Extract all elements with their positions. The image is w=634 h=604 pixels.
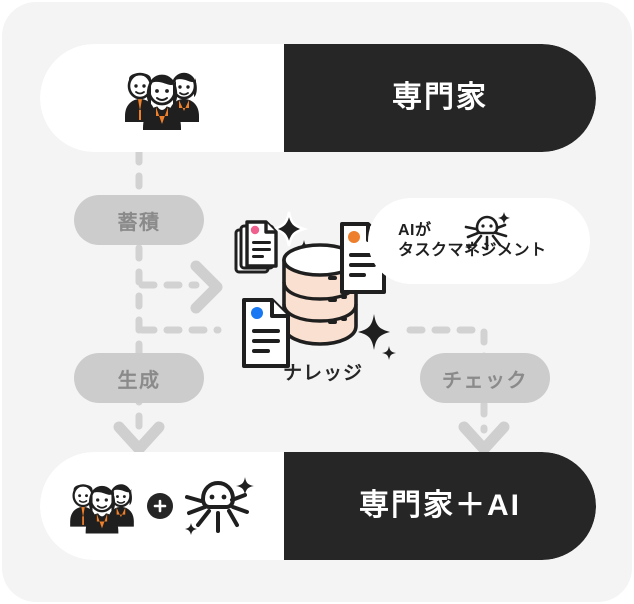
- expert-ai-bar-label-area: 専門家＋AI: [284, 452, 596, 560]
- expert-bar-top: 専門家: [40, 44, 596, 152]
- expert-ai-bar-bottom: 専門家＋AI: [40, 452, 596, 560]
- stage-pill-accumulate[interactable]: 蓄積: [74, 195, 204, 245]
- stage-pill-check-label: チェック: [442, 369, 528, 392]
- expert-bar-top-label-area: 専門家: [284, 44, 596, 152]
- stage-pill-generate[interactable]: 生成: [74, 353, 204, 403]
- sparkle-icon: [358, 314, 396, 360]
- people-plus-ai-combo: [65, 475, 259, 537]
- ai-callout-line1: AIが: [398, 222, 432, 239]
- knowledge-label: ナレッジ: [282, 363, 363, 384]
- ai-sparkle-octopus-icon: [185, 477, 254, 535]
- expert-bar-top-icon-area: [40, 44, 284, 152]
- people-group-icon: [125, 72, 199, 130]
- ai-callout-line2: タスクマネジメント: [398, 242, 547, 259]
- expert-ai-bar-icon-area: [40, 452, 284, 560]
- stage-pill-check[interactable]: チェック: [420, 353, 550, 403]
- ai-task-management-callout: AIが タスクマネジメント: [368, 198, 590, 284]
- ai-sparkle-octopus-icon: [464, 212, 510, 251]
- people-group-icon: [70, 484, 134, 534]
- stage-pill-generate-label: 生成: [117, 369, 161, 392]
- stage-pill-accumulate-label: 蓄積: [117, 211, 161, 234]
- database-cylinder-icon: [282, 243, 358, 346]
- expert-ai-title-bottom: 専門家＋AI: [359, 489, 521, 522]
- plus-badge-icon: [147, 493, 173, 519]
- expert-title-top: 専門家: [392, 81, 488, 114]
- document-icon: [234, 220, 278, 274]
- document-icon: [242, 298, 290, 368]
